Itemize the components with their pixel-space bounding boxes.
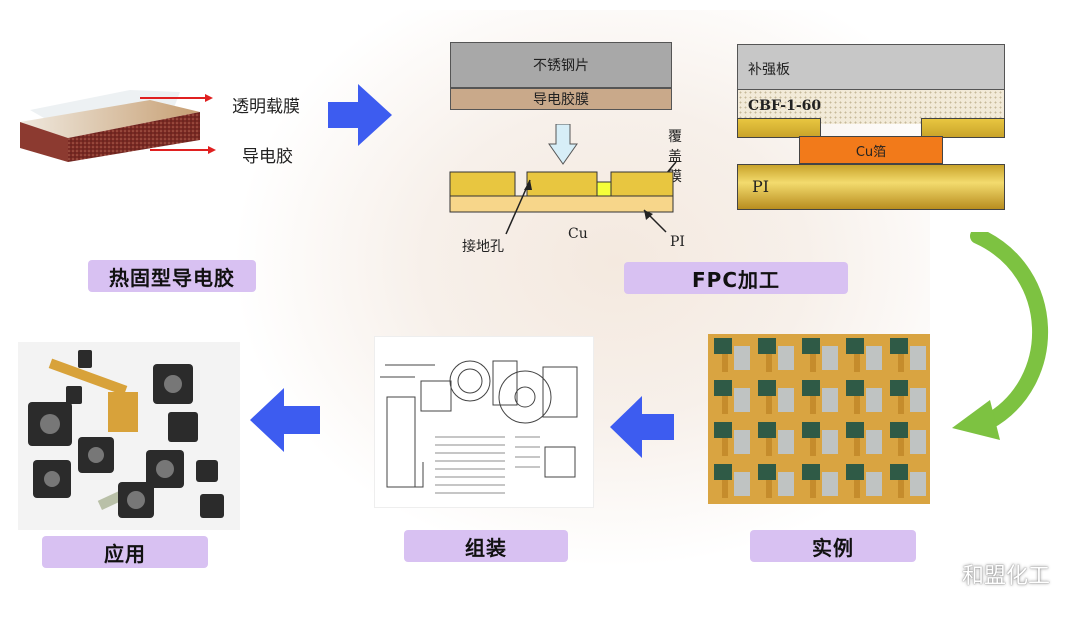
adhesive-sample-figure: 透明载膜 导电胶 <box>20 70 320 180</box>
fpc-unit <box>846 464 882 498</box>
fpc-unit <box>714 464 750 498</box>
press-down-arrow-icon <box>548 124 578 165</box>
assembly-exploded-view-illustration <box>380 360 578 494</box>
stiffener-layer: 补强板 <box>737 44 1005 90</box>
steel-sheet-layer: 不锈钢片 <box>450 42 672 88</box>
fpc-unit <box>758 422 794 456</box>
example-photo <box>708 334 930 504</box>
label-assembly: 组装 <box>404 530 568 562</box>
cbf-layer: CBF-1-60 <box>737 90 1005 124</box>
pi-label: PI <box>670 234 685 250</box>
cu-foil-label: Cu箔 <box>855 144 887 160</box>
fpc-unit <box>890 422 926 456</box>
fpc-unit <box>802 380 838 414</box>
curved-arrow-down-icon <box>952 232 1049 440</box>
fpc-layer-stack-illustration <box>449 161 677 235</box>
label-fpc-processing: FPC加工 <box>624 262 848 294</box>
fpc-unit <box>802 422 838 456</box>
adhesive-film-label: 导电胶膜 <box>533 92 589 108</box>
assembly-diagram <box>374 336 594 508</box>
fpc-unit <box>714 338 750 372</box>
cbf-label: CBF-1-60 <box>748 98 822 114</box>
adhesive-pointer-arrowhead <box>208 146 216 154</box>
ground-hole-label: 接地孔 <box>462 239 504 255</box>
coverlay-left <box>737 118 821 138</box>
cu-label: Cu <box>568 226 588 242</box>
pi-layer: PI <box>737 164 1005 210</box>
adhesive-front-side <box>68 112 200 162</box>
fpc-process-diagram: 不锈钢片 导电胶膜 覆盖膜 接地孔 Cu PI <box>440 42 690 262</box>
fpc-unit <box>758 380 794 414</box>
wechat-logo-icon <box>918 560 954 588</box>
fpc-unit <box>758 464 794 498</box>
coverlay-right <box>921 118 1005 138</box>
arrow-right-icon <box>328 84 392 146</box>
cross-section-diagram: 补强板 CBF-1-60 Cu箔 PI <box>737 44 1005 210</box>
fpc-panel-illustration <box>714 338 926 498</box>
fpc-unit <box>846 422 882 456</box>
watermark: 和盟化工 <box>918 558 1050 590</box>
fpc-unit <box>890 464 926 498</box>
adhesive-callout: 导电胶 <box>242 147 293 167</box>
arrow-left-icon <box>610 396 674 458</box>
stiffener-label: 补强板 <box>748 62 790 78</box>
fpc-unit <box>714 380 750 414</box>
film-pointer-arrowhead <box>205 94 213 102</box>
fpc-unit <box>802 464 838 498</box>
fpc-unit <box>890 380 926 414</box>
adhesive-top-surface <box>20 100 200 138</box>
fpc-unit <box>802 338 838 372</box>
steel-sheet-label: 不锈钢片 <box>533 58 589 74</box>
arrow-left-icon <box>250 388 320 452</box>
cu-foil-layer: Cu箔 <box>799 136 943 164</box>
label-thermoset-adhesive: 热固型导电胶 <box>88 260 256 292</box>
watermark-text: 和盟化工 <box>961 564 1050 589</box>
adhesive-sample-illustration <box>20 90 216 162</box>
adhesive-film-layer: 导电胶膜 <box>450 88 672 110</box>
adhesive-left-side <box>20 122 68 162</box>
film-callout: 透明载膜 <box>232 97 300 117</box>
label-example: 实例 <box>750 530 916 562</box>
fpc-unit <box>758 338 794 372</box>
coverlay-label: 覆盖膜 <box>668 129 682 185</box>
camera-modules-illustration <box>28 350 224 518</box>
label-application: 应用 <box>42 536 208 568</box>
fpc-unit <box>890 338 926 372</box>
application-photo <box>18 342 240 530</box>
pi-layer-label: PI <box>752 177 770 196</box>
fpc-unit <box>714 422 750 456</box>
fpc-unit <box>846 380 882 414</box>
fpc-unit <box>846 338 882 372</box>
